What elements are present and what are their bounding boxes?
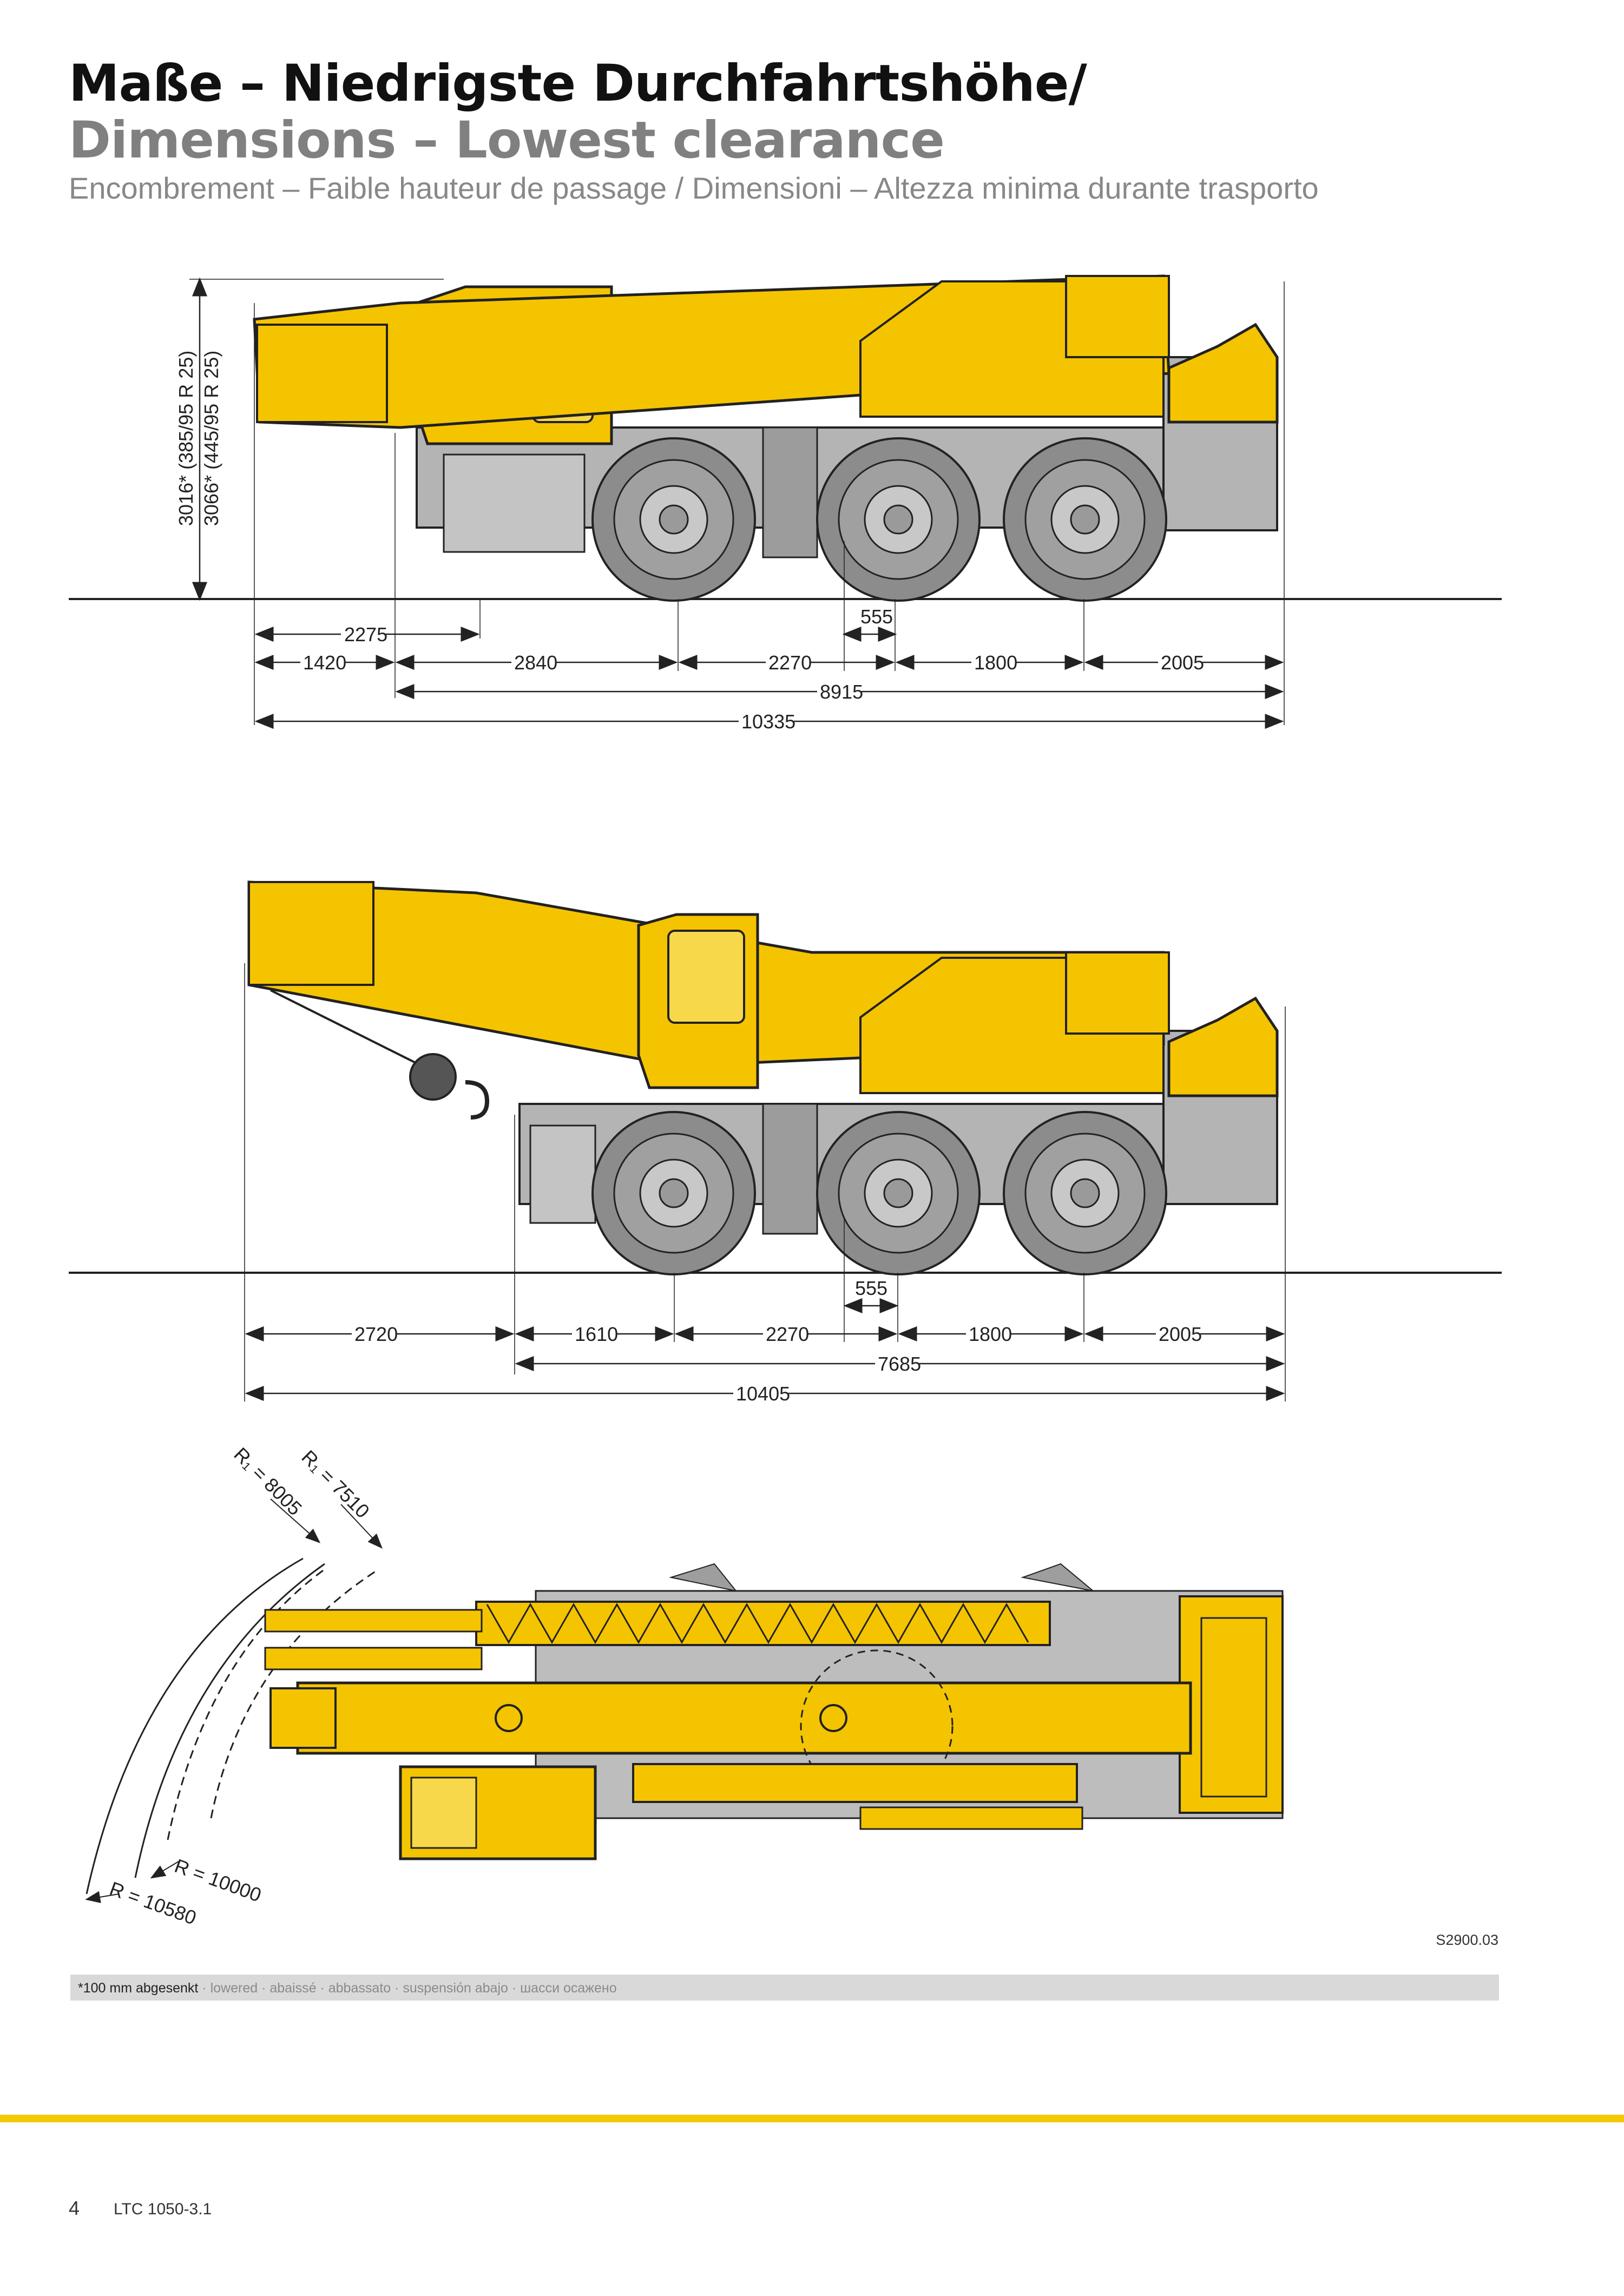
dim-2270: 2270: [768, 652, 812, 674]
drawing-code: S2900.03: [1436, 1932, 1498, 1948]
footnote-translations: · lowered · abaissé · abbassato · suspen…: [198, 1981, 617, 1996]
dim-2840: 2840: [514, 652, 557, 674]
height-label-445: 3066* (445/95 R 25): [200, 351, 222, 526]
dim-7685: 7685: [878, 1353, 921, 1375]
dim-10405: 10405: [736, 1383, 790, 1405]
footnote: *100 mm abgesenkt · lowered · abaissé · …: [78, 1981, 617, 1996]
side-view-transport: 3016* (385/95 R 25) 3066* (445/95 R 25): [69, 274, 1502, 733]
footnote-bar: [70, 1975, 1499, 2001]
dim-2270-view2: 2270: [766, 1323, 809, 1345]
top-view-turning-radii: R₁ = 8005 R₁ = 7510 R = 10000 R = 10580: [85, 1443, 1284, 1929]
dim-555-view2: 555: [855, 1277, 887, 1299]
footer-rule: [0, 2115, 1624, 2122]
dim-1800: 1800: [974, 652, 1017, 674]
dimension-drawings: 3016* (385/95 R 25) 3066* (445/95 R 25): [69, 274, 1502, 1929]
dim-2005-view2: 2005: [1159, 1323, 1202, 1345]
model-name: LTC 1050-3.1: [114, 2200, 212, 2218]
dim-1800-view2: 1800: [969, 1323, 1012, 1345]
page-title-german: Maße – Niedrigste Durchfahrtshöhe/: [69, 54, 1087, 113]
side-view-hook-lowered: 555 2720 1610 2270 1800 2005 7685 10405: [69, 880, 1502, 1405]
dim-8915: 8915: [820, 681, 863, 703]
dim-2275: 2275: [344, 623, 387, 646]
height-label-385: 3016* (385/95 R 25): [175, 351, 197, 526]
dim-2005: 2005: [1161, 652, 1204, 674]
dim-2720: 2720: [354, 1323, 398, 1345]
radius-r1-8005: R₁ = 8005: [229, 1443, 306, 1520]
page-title-english: Dimensions – Lowest clearance: [69, 111, 945, 170]
dim-1610: 1610: [575, 1323, 618, 1345]
crane-carrier-view1: [253, 274, 1279, 602]
crane-carrier-view2: [247, 880, 1279, 1275]
dim-1420: 1420: [303, 652, 346, 674]
dim-10335: 10335: [741, 710, 795, 733]
radius-r-10580: R = 10580: [107, 1877, 199, 1929]
footnote-lead: *100 mm abgesenkt: [78, 1981, 199, 1996]
dim-555: 555: [860, 606, 893, 628]
page-subtitle: Encombrement – Faible hauteur de passage…: [69, 171, 1319, 205]
radius-r1-7510: R₁ = 7510: [297, 1446, 374, 1523]
radius-r-10000: R = 10000: [172, 1854, 264, 1906]
page-number: 4: [69, 2197, 80, 2219]
